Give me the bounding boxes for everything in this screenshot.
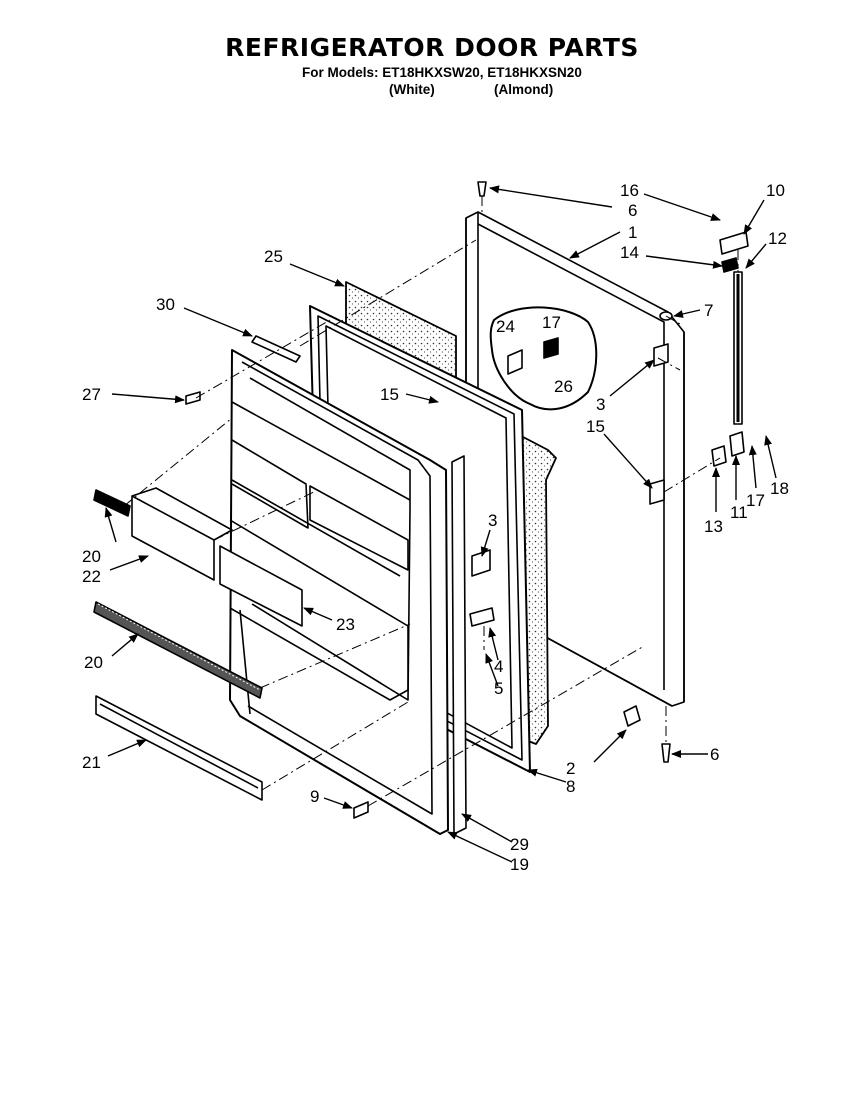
callout-3-lower: 3	[488, 511, 497, 530]
hinge-top	[719, 231, 749, 255]
callout-27: 27	[82, 385, 101, 404]
callout-20-lower: 20	[84, 653, 103, 672]
screw-bottom	[661, 743, 671, 763]
callout-12: 12	[768, 229, 787, 248]
screw-top	[477, 181, 487, 197]
callout-24: 24	[496, 317, 515, 336]
variant-almond: (Almond)	[494, 82, 554, 97]
callout-14: 14	[620, 243, 639, 262]
models-line: For Models: ET18HKXSW20, ET18HKXSN20	[302, 65, 582, 80]
variant-white: (White)	[389, 82, 435, 97]
callout-19: 19	[510, 855, 529, 874]
edge-seal	[251, 335, 301, 363]
callout-30: 30	[156, 295, 175, 314]
door-stop	[623, 705, 641, 727]
callout-13: 13	[704, 517, 723, 536]
shelf-trim-bottom	[93, 601, 263, 699]
callout-15-liner: 15	[380, 385, 399, 404]
callout-5: 5	[494, 679, 503, 698]
callout-17-lower: 17	[746, 491, 765, 510]
spacer-top	[721, 257, 739, 273]
bracket-26	[543, 337, 559, 359]
callout-9: 9	[310, 787, 319, 806]
hinge-bottom	[729, 431, 745, 457]
handle-cam	[469, 607, 495, 627]
page-title: REFRIGERATOR DOOR PARTS	[225, 33, 639, 62]
callout-23: 23	[336, 615, 355, 634]
shim	[711, 445, 727, 467]
callout-10: 10	[766, 181, 785, 200]
shelf-trim-top	[93, 489, 131, 517]
screw-27	[185, 391, 201, 405]
callout-labels: 16 10 6 1 14 12 25 7 30 24 17 26 27 15 3…	[82, 181, 789, 874]
callout-11: 11	[730, 503, 748, 522]
bracket-mid	[649, 479, 665, 505]
breaker-strip	[451, 455, 467, 835]
callout-6-bottom: 6	[710, 745, 719, 764]
door-liner	[229, 349, 449, 835]
bottom-shelf	[95, 695, 263, 801]
callout-7: 7	[704, 301, 713, 320]
callout-22: 22	[82, 567, 101, 586]
callout-21: 21	[82, 753, 101, 772]
callout-1: 1	[628, 223, 637, 242]
callout-16: 16	[620, 181, 639, 200]
callout-26: 26	[554, 377, 573, 396]
callout-17-upper: 17	[542, 313, 561, 332]
callout-18: 18	[770, 479, 789, 498]
bracket-24	[507, 349, 523, 375]
callout-6-top: 6	[628, 201, 637, 220]
shelf-front-lower	[219, 545, 303, 627]
callout-8: 8	[566, 777, 575, 796]
screw-9	[353, 801, 369, 819]
callout-25: 25	[264, 247, 283, 266]
callout-15-panel: 15	[586, 417, 605, 436]
callout-29: 29	[510, 835, 529, 854]
callout-3-upper: 3	[596, 395, 605, 414]
callout-20-upper: 20	[82, 547, 101, 566]
callout-2: 2	[566, 759, 575, 778]
shelf-front	[131, 495, 215, 581]
callout-4: 4	[494, 657, 503, 676]
